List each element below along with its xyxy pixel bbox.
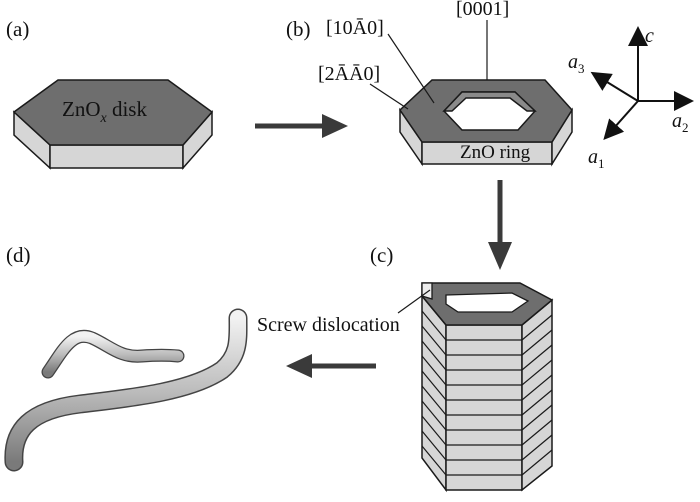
zno-ring <box>399 79 573 167</box>
facet-label-edge: [2ĀĀ0] <box>318 63 380 85</box>
column-layer-line <box>421 325 447 356</box>
zno-disk <box>12 79 214 170</box>
column-layer-line <box>521 314 553 341</box>
stacked-column <box>421 282 554 493</box>
column-layer-line <box>521 329 553 356</box>
ring-label: ZnO ring <box>460 142 531 163</box>
column-layer-line <box>421 355 447 386</box>
leader-edge <box>369 83 409 110</box>
column-layer-line <box>521 404 553 431</box>
panel-label-c: (c) <box>370 243 393 267</box>
facet-label-prism: [10Ā0] <box>326 17 384 39</box>
leader-prism <box>387 33 435 104</box>
panel-label-a: (a) <box>6 17 29 41</box>
axis-label-a1: a1 <box>588 146 605 171</box>
arrow-b-to-c <box>488 180 512 270</box>
column-layer-line <box>521 389 553 416</box>
column-layer-line <box>421 430 447 461</box>
leader-screw <box>397 289 431 314</box>
column-layer-line <box>421 370 447 401</box>
column-layer-line <box>521 374 553 401</box>
column-layer-line <box>521 344 553 371</box>
axis-label-a3: a3 <box>568 51 585 76</box>
column-layer-line <box>521 419 553 446</box>
facet-label-basal: [0001] <box>456 0 509 20</box>
crystal-axes <box>590 26 694 140</box>
panel-label-b: (b) <box>286 17 311 41</box>
arrow-a-to-b <box>255 114 348 138</box>
nanowires <box>4 308 248 472</box>
column-layer-line <box>521 359 553 386</box>
screw-dislocation-label: Screw dislocation <box>257 314 400 336</box>
panel-label-d: (d) <box>6 243 31 267</box>
column-layer-line <box>521 449 553 476</box>
column-layer-line <box>521 434 553 461</box>
column-layer-line <box>421 400 447 431</box>
disk-label: ZnOx disk <box>62 97 147 126</box>
column-layer-line <box>421 445 447 476</box>
arrow-c-to-d <box>286 354 376 378</box>
column-layer-line <box>421 385 447 416</box>
column-layer-line <box>421 310 447 341</box>
column-layer-line <box>421 415 447 446</box>
column-layer-line <box>421 340 447 371</box>
axis-label-a2: a2 <box>672 110 689 135</box>
axis-label-c: c <box>645 25 654 47</box>
